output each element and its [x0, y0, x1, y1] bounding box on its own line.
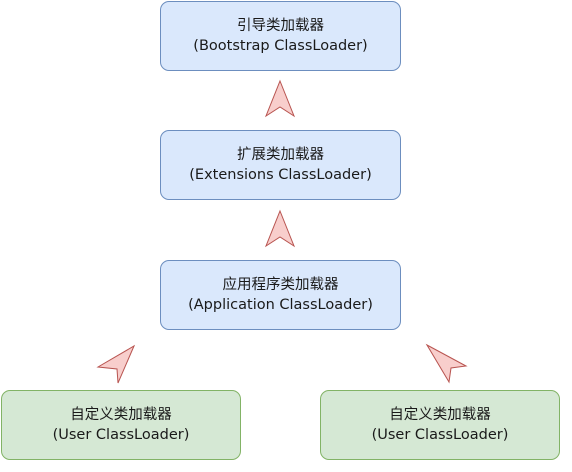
user-classloader-left-box: 自定义类加载器 (User ClassLoader) [1, 390, 241, 460]
user-classloader-left-en: (User ClassLoader) [52, 427, 190, 443]
application-classloader-en: (Application ClassLoader) [188, 297, 373, 313]
arrow-up-left-icon-user-right-to-application [425, 343, 468, 384]
arrow-up-icon-extensions-to-bootstrap [264, 79, 296, 118]
extensions-classloader-box: 扩展类加载器 (Extensions ClassLoader) [160, 130, 401, 200]
user-classloader-left-name: 自定义类加载器 [70, 407, 172, 423]
arrow-up-icon-application-to-extensions [264, 209, 296, 248]
application-classloader-name: 应用程序类加载器 [222, 277, 339, 293]
application-classloader-box: 应用程序类加载器 (Application ClassLoader) [160, 260, 401, 330]
extensions-classloader-name: 扩展类加载器 [237, 147, 324, 163]
user-classloader-right-box: 自定义类加载器 (User ClassLoader) [320, 390, 560, 460]
bootstrap-classloader-box: 引导类加载器 (Bootstrap ClassLoader) [160, 1, 401, 71]
user-classloader-right-en: (User ClassLoader) [371, 427, 509, 443]
bootstrap-classloader-en: (Bootstrap ClassLoader) [193, 38, 368, 54]
extensions-classloader-en: (Extensions ClassLoader) [189, 167, 372, 183]
arrow-up-right-icon-user-left-to-application [96, 344, 136, 384]
bootstrap-classloader-name: 引导类加载器 [237, 18, 324, 34]
user-classloader-right-name: 自定义类加载器 [389, 407, 491, 423]
